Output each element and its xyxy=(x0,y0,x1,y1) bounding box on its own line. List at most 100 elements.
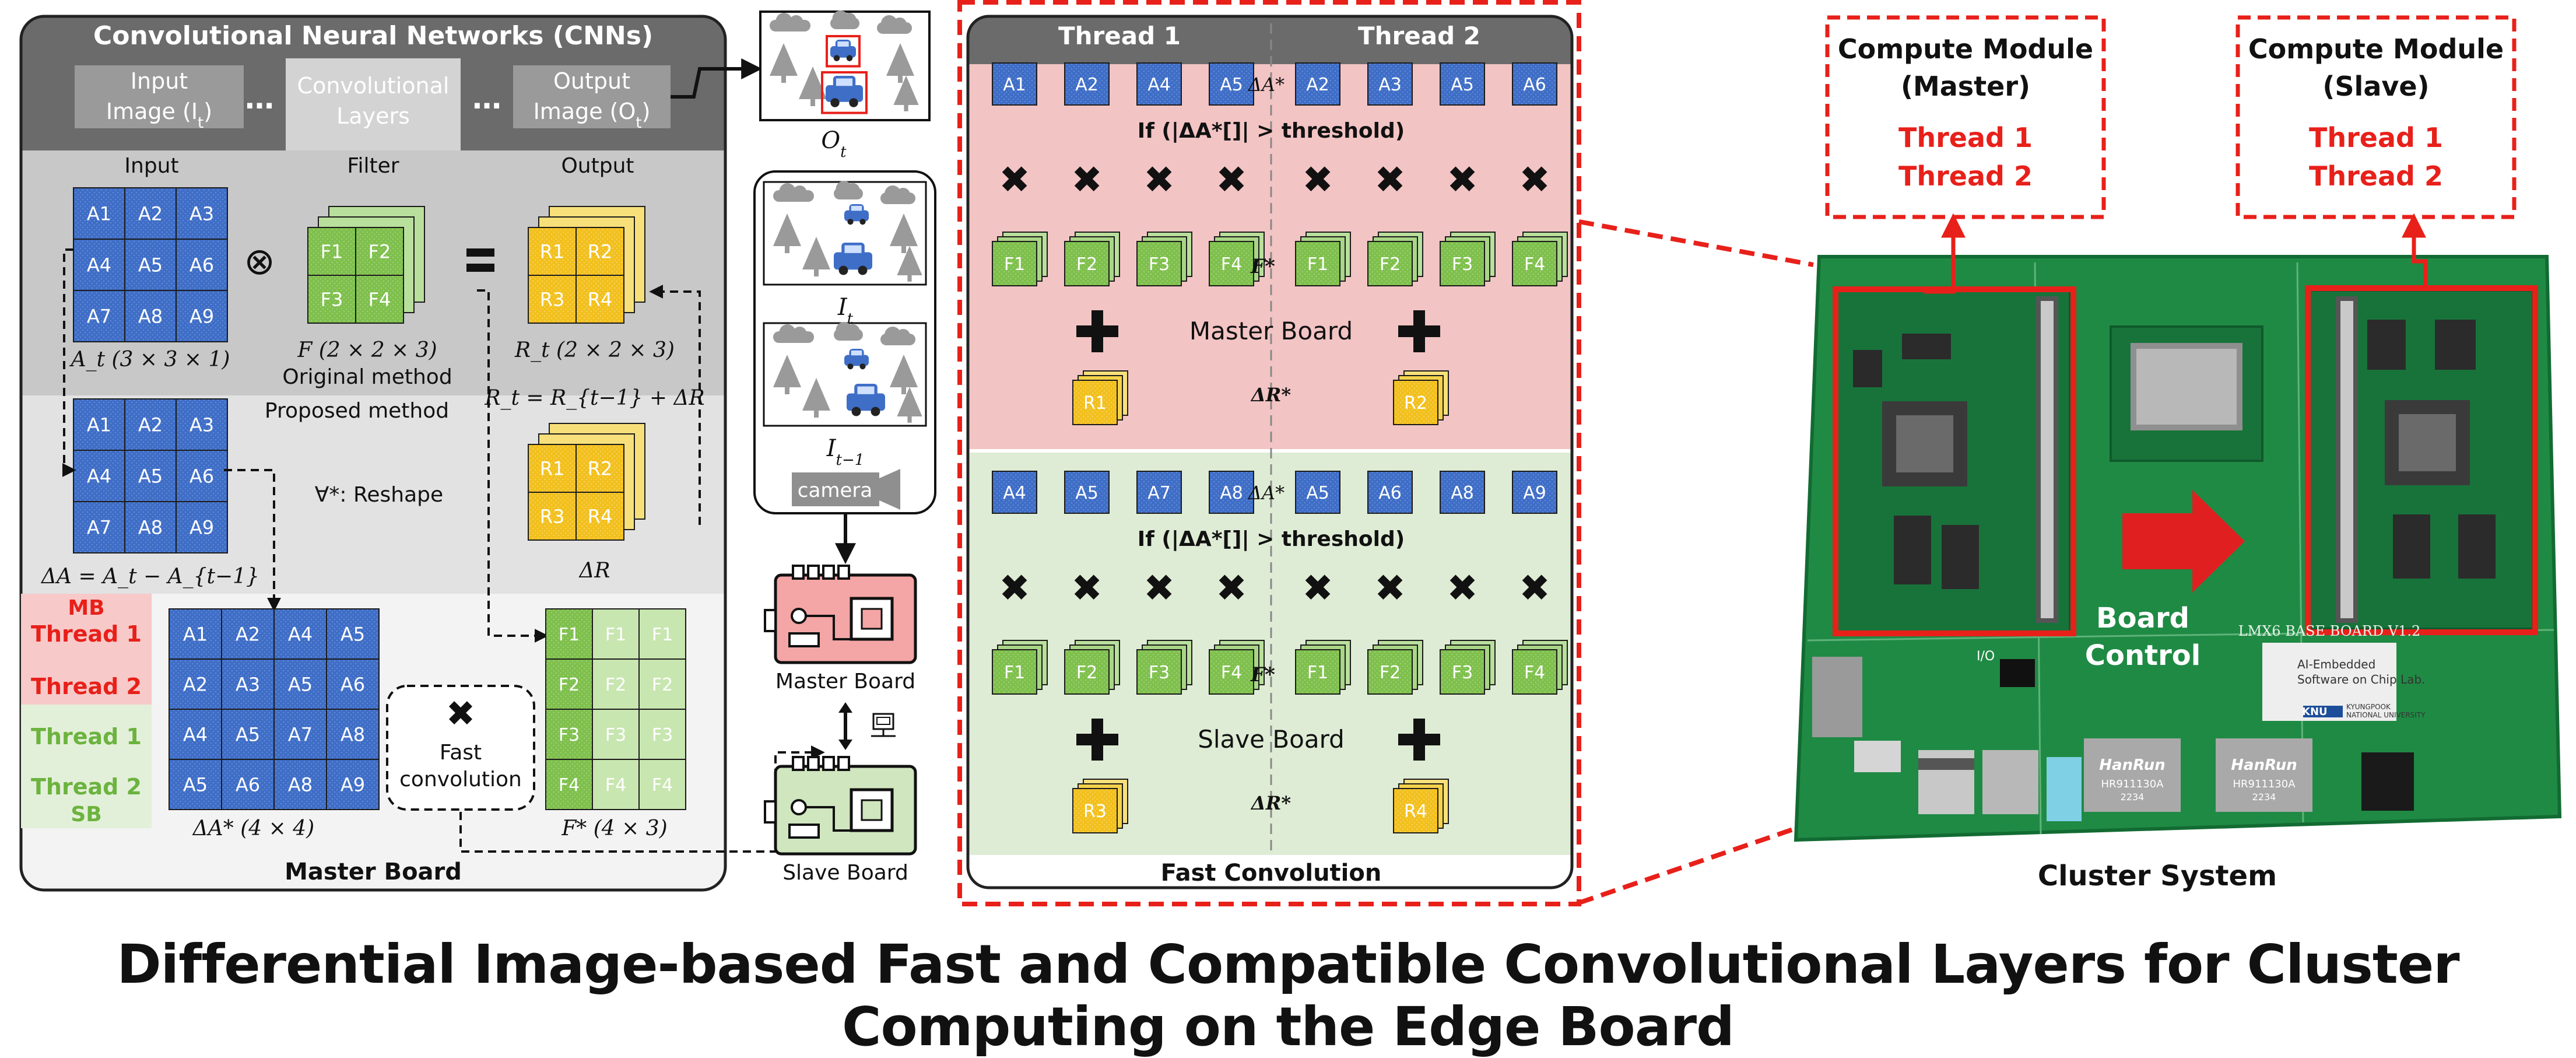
svg-text:A2: A2 xyxy=(236,623,260,646)
svg-text:A5: A5 xyxy=(341,623,365,646)
matrix-cell: R3 xyxy=(528,275,577,324)
svg-text:A3: A3 xyxy=(189,414,214,436)
svg-text:A7: A7 xyxy=(87,306,111,328)
multiply-icon: ✖ xyxy=(999,567,1030,610)
delta-a-star-label: ΔA* (4 × 4) xyxy=(192,817,314,840)
svg-text:It: It xyxy=(837,294,854,328)
delta-r-star-tag: ΔR* xyxy=(1250,384,1291,406)
filter-cell: F2 xyxy=(1064,241,1110,286)
matrix-cell: A4 xyxy=(273,608,327,660)
svg-text:A5: A5 xyxy=(288,674,313,696)
matrix-cell: A9 xyxy=(176,501,228,553)
input-image-box xyxy=(75,65,244,128)
delta-a-star-cell: A5 xyxy=(1295,471,1340,514)
matrix-cell: A4 xyxy=(169,709,222,760)
matrix-cell: A6 xyxy=(176,450,228,502)
plus-icon xyxy=(1076,719,1118,761)
multiply-icon: ✖ xyxy=(1447,567,1478,610)
svg-text:A7: A7 xyxy=(87,517,111,539)
slave-module-callout xyxy=(2235,15,2517,219)
car-icon xyxy=(821,71,868,114)
matrix-cell: A5 xyxy=(124,450,177,502)
matrix-cell: A8 xyxy=(326,709,380,760)
delta-a-star-cell: A8 xyxy=(1209,471,1254,514)
svg-text:F1: F1 xyxy=(1004,254,1025,275)
svg-text:A3: A3 xyxy=(1378,75,1402,95)
hanrun-1: HanRun xyxy=(2099,756,2165,774)
master-module-callout xyxy=(1825,15,2106,219)
input-image-sub: t xyxy=(198,114,203,132)
matrix-cell: R1 xyxy=(528,227,577,276)
matrix-cell: A4 xyxy=(73,239,125,291)
input-image-line1: Input xyxy=(131,68,188,94)
mb-tag: MB xyxy=(68,596,104,620)
delta-a-star-cell: A4 xyxy=(1136,62,1182,106)
svg-text:R1: R1 xyxy=(1083,393,1107,414)
matrix-cell: F3 xyxy=(545,709,593,760)
f-star-label: F* (4 × 3) xyxy=(561,817,667,840)
slave-board-label: Slave Board xyxy=(782,861,908,885)
svg-text:A1: A1 xyxy=(87,414,111,436)
svg-text:A1: A1 xyxy=(183,623,208,646)
matrix-cell: F1 xyxy=(545,608,593,660)
mb-thread-1: Thread 1 xyxy=(31,621,142,647)
svg-text:Image (Ot): Image (Ot) xyxy=(534,99,651,132)
master-thread2: Thread 2 xyxy=(1898,160,2033,192)
matrix-cell: A6 xyxy=(326,658,380,710)
delta-a-star-cell: A3 xyxy=(1367,62,1413,106)
delta-a-star-cell: A8 xyxy=(1440,471,1485,514)
cnn-title: Convolutional Neural Networks (CNNs) xyxy=(93,21,653,51)
master-board-icon xyxy=(764,565,917,664)
svg-text:A6: A6 xyxy=(1378,483,1402,503)
filter-cell: F2 xyxy=(1064,649,1110,695)
reshape-note: ∀*: Reshape xyxy=(315,483,443,507)
board-link-up xyxy=(838,702,852,713)
output-image-box xyxy=(513,65,671,128)
matrix-cell: A7 xyxy=(273,709,327,760)
cnn-panel-border xyxy=(19,15,727,892)
slave-module-line1: Compute Module xyxy=(2248,33,2504,65)
svg-text:F3: F3 xyxy=(605,725,626,745)
svg-text:R3: R3 xyxy=(540,289,565,311)
ellipsis-2: … xyxy=(472,82,501,115)
multiply-icon: ✖ xyxy=(1071,159,1103,202)
fast-conv-panel xyxy=(968,16,1572,888)
svg-text:A3: A3 xyxy=(236,674,260,696)
matrix-cell: A8 xyxy=(124,290,177,342)
delta-a-star-cell: A5 xyxy=(1440,62,1485,106)
fast-conv-border xyxy=(966,15,1574,889)
svg-text:A7: A7 xyxy=(1147,483,1171,503)
svg-text:A5: A5 xyxy=(1220,75,1243,95)
matrix-cell: A9 xyxy=(326,759,380,810)
street-scene xyxy=(770,10,919,114)
proposed-method: Proposed method xyxy=(265,399,449,423)
svg-text:F2: F2 xyxy=(605,675,626,695)
svg-text:R3: R3 xyxy=(1083,801,1107,822)
slave-board-icon xyxy=(764,756,917,856)
zoom-line-top xyxy=(1578,219,1814,267)
svg-text:Image (It): Image (It) xyxy=(106,99,212,132)
svg-text:A2: A2 xyxy=(138,414,163,436)
matrix-cell: R3 xyxy=(528,492,577,541)
matrix-cell: A2 xyxy=(221,608,275,660)
multiply-icon: ✖ xyxy=(1216,159,1247,202)
svg-text:A4: A4 xyxy=(87,254,111,276)
hanrun-part-2: HR911130A xyxy=(2233,778,2296,790)
it1-label: I xyxy=(826,435,837,462)
svg-text:F3: F3 xyxy=(1149,254,1170,275)
threshold-condition: If (|ΔA*[]| > threshold) xyxy=(1138,527,1405,551)
svg-text:F1: F1 xyxy=(605,625,626,645)
filter-cell: F3 xyxy=(1440,241,1485,286)
cluster-board-photo xyxy=(1794,255,2562,842)
svg-text:F4: F4 xyxy=(652,775,673,796)
matrix-cell: A5 xyxy=(221,709,275,760)
matrix-cell: F4 xyxy=(592,759,640,810)
matrix-cell: F4 xyxy=(638,759,686,810)
multiply-icon: ✖ xyxy=(1374,567,1406,610)
filter-cell: F3 xyxy=(1136,241,1182,286)
fc-thread1: Thread 1 xyxy=(1058,22,1181,50)
col-filter: Filter xyxy=(347,154,399,178)
